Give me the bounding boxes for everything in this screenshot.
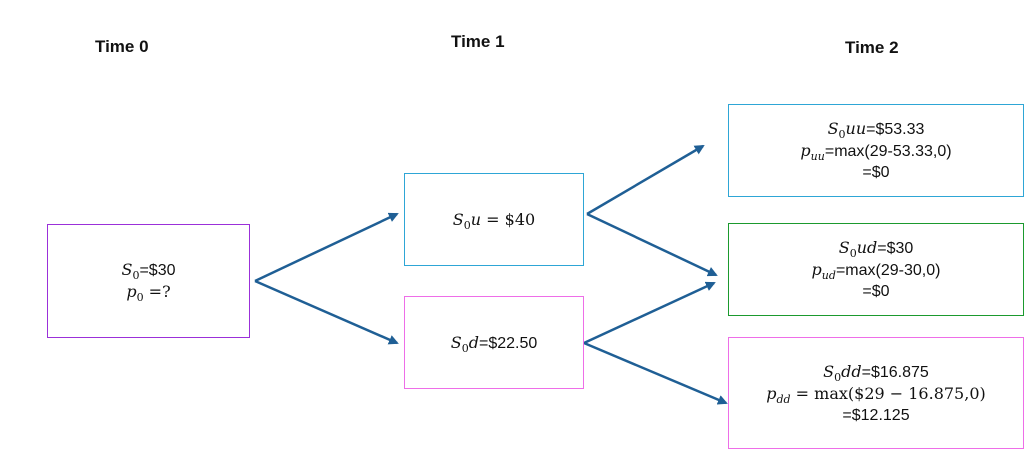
- symbol-p: p: [126, 282, 137, 301]
- symbol-s: S: [838, 238, 850, 257]
- node-s0d: S0d=$22.50: [404, 296, 584, 389]
- s0d-price-value: =$22.50: [478, 334, 538, 352]
- time-0-header: Time 0: [95, 37, 149, 56]
- symbol-ud: ud: [856, 238, 878, 257]
- p0-value: =?: [143, 282, 171, 301]
- subscript: 0: [463, 218, 471, 232]
- pdd-result: =$12.125: [842, 406, 910, 424]
- subscript: 0: [849, 247, 857, 261]
- s0uu-price-line: S0uu=$53.33: [828, 118, 925, 140]
- node-s0uu: S0uu=$53.33 puu=max(29-53.33,0) =$0: [728, 104, 1024, 197]
- subscript: ud: [821, 269, 836, 283]
- subscript: dd: [776, 392, 791, 406]
- symbol-s: S: [452, 209, 464, 229]
- arrow-s0-to-s0u: [254, 212, 399, 283]
- p0-value-line: p0 =?: [126, 281, 170, 303]
- symbol-u: u: [470, 209, 482, 229]
- subscript: 0: [132, 269, 140, 283]
- s0u-price-value: = $40: [481, 209, 536, 229]
- symbol-s: S: [450, 332, 462, 352]
- node-s0ud: S0ud=$30 pud=max(29-30,0) =$0: [728, 223, 1024, 316]
- symbol-p: p: [766, 383, 777, 403]
- symbol-s: S: [827, 119, 839, 138]
- subscript: uu: [810, 150, 825, 164]
- symbol-s: S: [823, 361, 835, 381]
- s0dd-price-line: S0dd=$16.875: [823, 361, 929, 383]
- puu-result: =$0: [862, 164, 890, 181]
- s0d-price-line: S0d=$22.50: [451, 332, 538, 354]
- symbol-d: d: [468, 332, 479, 352]
- pdd-formula: = max($29 − 16.875,0): [790, 383, 986, 403]
- arrow-s0-to-s0d: [254, 279, 399, 345]
- subscript: 0: [834, 370, 842, 384]
- pdd-formula-line: pdd = max($29 − 16.875,0): [766, 383, 986, 405]
- symbol-dd: dd: [841, 361, 862, 381]
- subscript: 0: [136, 291, 144, 305]
- pud-result: =$0: [862, 283, 890, 300]
- s0u-price-line: S0u = $40: [453, 209, 535, 231]
- arrow-s0u-to-s0uu: [586, 144, 705, 216]
- arrow-s0u-to-s0ud: [586, 212, 718, 277]
- time-1-header: Time 1: [451, 32, 505, 51]
- s0dd-price-value: =$16.875: [861, 363, 929, 381]
- symbol-s: S: [121, 260, 133, 279]
- subscript: 0: [838, 128, 846, 142]
- symbol-uu: uu: [845, 119, 867, 138]
- puu-formula-line: puu=max(29-53.33,0): [800, 140, 951, 162]
- s0-price-value: =$30: [139, 262, 176, 279]
- subscript: 0: [461, 341, 469, 355]
- s0ud-price-line: S0ud=$30: [839, 237, 914, 259]
- s0ud-price-value: =$30: [877, 240, 914, 257]
- node-s0u: S0u = $40: [404, 173, 584, 266]
- puu-formula: =max(29-53.33,0): [824, 143, 952, 160]
- symbol-p: p: [811, 260, 822, 279]
- node-s0dd: S0dd=$16.875 pdd = max($29 − 16.875,0) =…: [728, 337, 1024, 449]
- s0-price-line: S0=$30: [121, 259, 175, 281]
- s0uu-price-value: =$53.33: [866, 121, 925, 138]
- arrow-s0d-to-s0dd: [583, 341, 728, 405]
- pud-formula: =max(29-30,0): [835, 262, 941, 279]
- time-2-header: Time 2: [845, 38, 899, 57]
- symbol-p: p: [800, 141, 811, 160]
- node-s0: S0=$30 p0 =?: [47, 224, 250, 338]
- arrow-s0d-to-s0ud: [583, 281, 716, 345]
- pud-formula-line: pud=max(29-30,0): [812, 259, 941, 281]
